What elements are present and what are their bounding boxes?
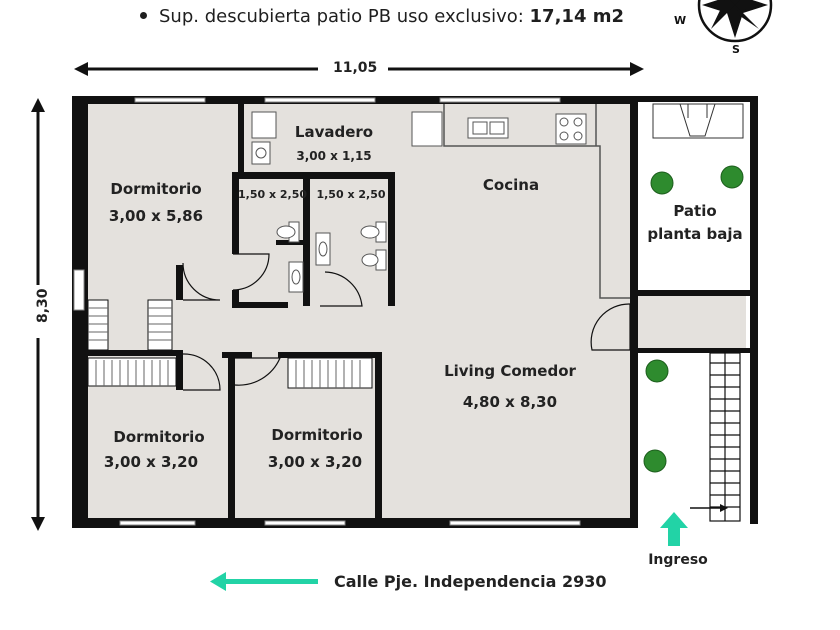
street-label: Calle Pje. Independencia 2930 bbox=[334, 572, 607, 591]
cocina-name: Cocina bbox=[482, 176, 540, 194]
closet-bedroom-3 bbox=[287, 357, 373, 389]
width-dimension-label: 11,05 bbox=[333, 60, 378, 76]
entry-passage-floor bbox=[638, 296, 746, 350]
bathroom-1-fixtures bbox=[276, 221, 304, 293]
living-size: 4,80 x 8,30 bbox=[462, 393, 558, 411]
height-dimension-arrow bbox=[31, 98, 45, 531]
kitchen-counter bbox=[443, 104, 630, 299]
patio-area-bullet: Sup. descubierta patio PB uso exclusivo:… bbox=[140, 6, 624, 27]
dormitorio-3-name: Dormitorio bbox=[271, 426, 363, 444]
plants bbox=[643, 165, 744, 473]
entry-arrow bbox=[690, 504, 728, 512]
patio-barbecue bbox=[652, 103, 744, 139]
entrance-arrow bbox=[660, 512, 688, 546]
bano-2-size: 1,50 x 2,50 bbox=[316, 188, 386, 201]
windows bbox=[73, 97, 581, 526]
closet-bedroom-2 bbox=[87, 357, 177, 387]
ingreso-label: Ingreso bbox=[648, 552, 708, 568]
dormitorio-2-name: Dormitorio bbox=[113, 428, 205, 446]
compass-w: W bbox=[674, 14, 686, 27]
height-dimension-label: 8,30 bbox=[35, 288, 51, 323]
dormitorio-2-size: 3,00 x 3,20 bbox=[103, 453, 199, 471]
bullet-dot bbox=[140, 11, 147, 19]
living-name: Living Comedor bbox=[444, 362, 576, 380]
compass-s: S bbox=[732, 43, 740, 56]
doors bbox=[182, 253, 631, 391]
dormitorio-3-size: 3,00 x 3,20 bbox=[267, 453, 363, 471]
dormitorio-1-name: Dormitorio bbox=[110, 180, 202, 198]
laundry-fixtures bbox=[251, 111, 277, 165]
patio-label-line1: Patio bbox=[673, 202, 717, 220]
bathroom-2-fixtures bbox=[315, 221, 387, 271]
bullet-value: 17,14 m2 bbox=[529, 6, 625, 27]
lavadero-size: 3,00 x 1,15 bbox=[296, 149, 372, 163]
width-dimension-arrow bbox=[74, 62, 644, 76]
patio-label-line2: planta baja bbox=[647, 225, 743, 243]
dormitorio-1-size: 3,00 x 5,86 bbox=[108, 207, 204, 225]
compass-rose: W S bbox=[674, 0, 773, 56]
bano-1-size: 1,50 x 2,50 bbox=[238, 188, 308, 201]
kitchen-appliances bbox=[411, 111, 587, 147]
staircase bbox=[709, 352, 741, 522]
lavadero-name: Lavadero bbox=[294, 123, 374, 141]
closet-left bbox=[87, 299, 173, 351]
street-direction-arrow bbox=[210, 572, 318, 591]
bullet-label: Sup. descubierta patio PB uso exclusivo: bbox=[159, 6, 530, 27]
